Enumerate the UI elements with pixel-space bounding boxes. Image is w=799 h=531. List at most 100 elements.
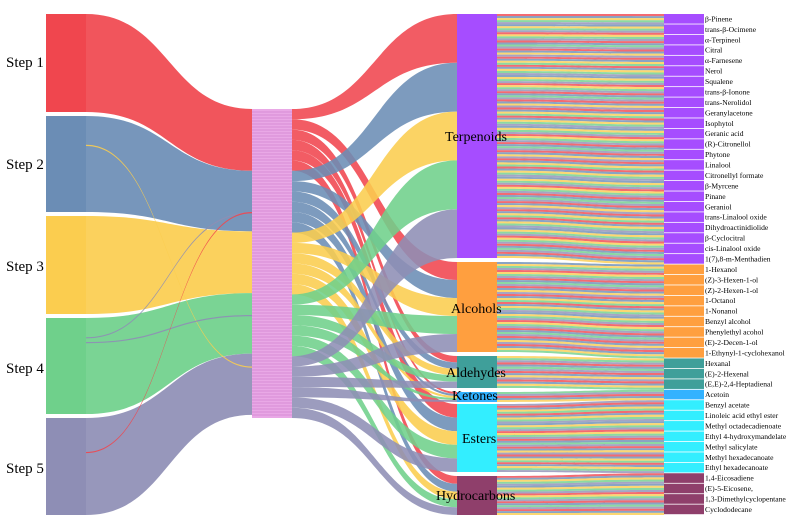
- class-compound-link: [497, 64, 664, 69]
- compound-node: [664, 504, 704, 515]
- step-to-hub-links: [86, 14, 252, 515]
- compound-label: 1-Nonanol: [705, 307, 737, 316]
- class-compound-link: [497, 36, 664, 40]
- class-compound-link: [497, 296, 664, 303]
- class-compound-link: [497, 433, 664, 438]
- class-compound-link: [497, 350, 664, 359]
- class-compound-link: [497, 290, 664, 296]
- class-compound-link: [497, 450, 664, 453]
- class-label-aldehydes: Aldehydes: [446, 366, 506, 381]
- class-compound-link: [497, 282, 664, 288]
- class-label-ketones: Ketones: [452, 389, 498, 404]
- compound-node: [664, 316, 704, 327]
- class-compound-link: [497, 504, 664, 508]
- compound-label: (E)-5-Eicosene,: [705, 484, 753, 493]
- class-compound-link: [497, 304, 664, 311]
- class-compound-link: [497, 176, 664, 184]
- compound-label: Nerol: [705, 67, 722, 76]
- compound-node: [664, 233, 704, 243]
- step-label-5: Step 5: [6, 461, 44, 477]
- class-compound-link: [497, 308, 664, 315]
- hub-node: [252, 109, 292, 418]
- class-compound-link: [497, 103, 664, 108]
- class-compound-link: [497, 243, 664, 252]
- class-compound-link: [497, 182, 664, 190]
- class-compound-link: [497, 46, 664, 50]
- class-compound-link: [497, 358, 664, 363]
- class-compound-link: [497, 54, 664, 58]
- compound-label: Ethyl hexadecanoate: [705, 463, 769, 472]
- hub-class-link-13: [292, 242, 457, 316]
- class-compound-link: [497, 60, 664, 65]
- class-compound-link: [497, 364, 664, 369]
- compound-label: β-Pinene: [705, 14, 733, 23]
- class-compound-link: [497, 142, 664, 148]
- class-compound-link: [497, 253, 664, 263]
- class-compound-link: [497, 368, 664, 374]
- class-compound-link: [497, 391, 664, 396]
- class-compound-link: [497, 213, 664, 221]
- class-compound-link: [497, 377, 664, 382]
- class-compound-link: [497, 251, 664, 261]
- compound-label: Dihydroactinidiolide: [705, 223, 769, 232]
- compound-node: [664, 170, 704, 181]
- compound-label: (E)-2-Decen-1-ol: [705, 338, 758, 347]
- class-node-2: [457, 356, 497, 388]
- compound-label: Hexanal: [705, 359, 730, 368]
- class-compound-link: [497, 512, 664, 515]
- class-compound-link: [497, 344, 664, 353]
- class-compound-link: [497, 62, 664, 67]
- class-compound-link: [497, 68, 664, 73]
- class-compound-link: [497, 101, 664, 106]
- class-compound-link: [497, 107, 664, 113]
- hub-class-link-24: [292, 209, 457, 367]
- class-compound-link: [497, 298, 664, 305]
- step-node-3: [46, 216, 86, 314]
- class-compound-link: [497, 148, 664, 154]
- class-compound-link: [497, 197, 664, 204]
- sankey-nodes: [46, 14, 704, 515]
- class-compound-link: [497, 338, 664, 346]
- class-compound-link: [497, 138, 664, 144]
- class-compound-link: [497, 221, 664, 230]
- class-compound-link: [497, 458, 664, 461]
- class-compound-link: [497, 506, 664, 510]
- hub-class-link-23: [292, 345, 457, 508]
- class-compound-link: [497, 174, 664, 181]
- class-compound-link: [497, 431, 664, 436]
- class-compound-link: [497, 492, 664, 496]
- compound-node: [664, 379, 704, 389]
- compound-label: Geranic acid: [705, 129, 744, 138]
- class-compound-link: [497, 170, 664, 177]
- class-compound-link: [497, 294, 664, 300]
- step-hub-thin-0: [86, 144, 252, 368]
- hub-class-link-26: [292, 376, 457, 388]
- class-compound-link: [497, 113, 664, 119]
- class-compound-link: [497, 487, 664, 492]
- class-compound-link: [497, 188, 664, 196]
- compound-label: Pinane: [705, 192, 726, 201]
- class-compound-link: [497, 508, 664, 512]
- class-compound-link: [497, 408, 664, 414]
- compound-node: [664, 254, 704, 264]
- class-compound-link: [497, 199, 664, 207]
- class-compound-link: [497, 227, 664, 236]
- class-compound-link: [497, 464, 664, 467]
- compound-label: Phytone: [705, 150, 731, 159]
- class-compound-link: [497, 209, 664, 217]
- class-compound-link: [497, 123, 664, 129]
- class-compound-link: [497, 324, 664, 332]
- class-compound-link: [497, 18, 664, 21]
- step-hub-thin-2: [86, 315, 252, 344]
- class-compound-link: [497, 498, 664, 502]
- class-compound-link: [497, 454, 664, 457]
- compound-label: Cyclododecane: [705, 505, 752, 514]
- class-compound-link: [497, 448, 664, 451]
- compound-node: [664, 494, 704, 504]
- step-hub-link-3: [86, 216, 252, 314]
- class-compound-link: [497, 22, 664, 25]
- class-compound-link: [497, 219, 664, 227]
- class-compound-link: [497, 229, 664, 238]
- class-compound-link: [497, 225, 664, 234]
- compound-label: Methyl hexadecanoate: [705, 453, 774, 462]
